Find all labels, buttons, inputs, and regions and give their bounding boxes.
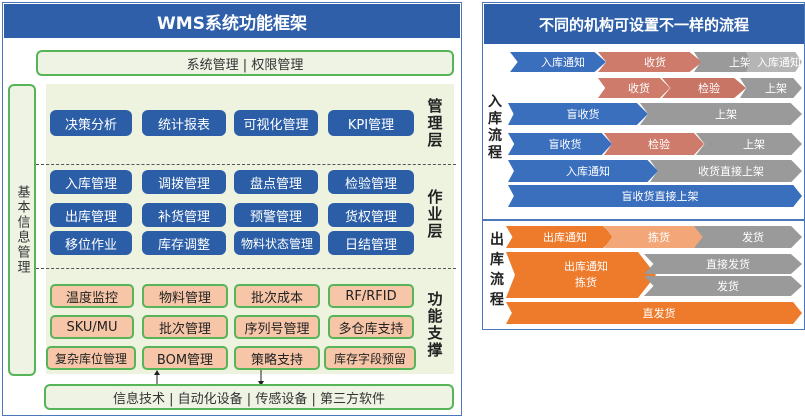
op-item: 检验管理 (328, 170, 414, 194)
op-item: 预警管理 (234, 203, 318, 227)
flow-step-label: 出库通知 (564, 260, 608, 273)
flow-step: 上架 (696, 133, 802, 155)
wms-framework-title: WMS系统功能框架 (4, 4, 460, 38)
divider-2 (36, 268, 456, 269)
flow-step: 入库通知 (510, 52, 606, 72)
flow-step-label: 拣货 (575, 276, 597, 289)
flow-step: 上架 (740, 78, 802, 98)
op-item: 物料状态管理 (234, 231, 320, 255)
op-item: 入库管理 (50, 170, 132, 194)
op-item: 日结管理 (328, 231, 414, 255)
support-item: 批次管理 (142, 315, 228, 339)
inbound-flow-label: 入库流程 (488, 94, 502, 161)
mgmt-item-kpi: KPI管理 (328, 110, 414, 136)
flow-step: 检验 (604, 133, 704, 155)
outbound-flow-label: 出库流程 (490, 232, 504, 308)
flow-panel-title: 不同的机构可设置不一样的流程 (484, 4, 804, 44)
support-item: RF/RFID (328, 284, 414, 308)
flow-step: 入库通知 (746, 52, 802, 72)
support-item: 温度监控 (50, 284, 134, 308)
flow-step: 直发货 (506, 302, 802, 324)
flow-step-notice-pick: 出库通知 拣货 (506, 252, 656, 298)
mgmt-item-decision: 决策分析 (50, 110, 132, 136)
flow-step: 上架 (640, 103, 802, 125)
op-item: 出库管理 (50, 203, 132, 227)
support-item: 复杂库位管理 (46, 346, 136, 370)
op-item: 补货管理 (142, 203, 226, 227)
support-item: 库存字段预留 (324, 346, 416, 370)
support-item: 序列号管理 (234, 315, 320, 339)
support-layer-label: 功能支撑 (425, 291, 444, 359)
mgmt-item-visual: 可视化管理 (234, 110, 318, 136)
support-item: BOM管理 (142, 346, 228, 370)
support-item: 策略支持 (234, 346, 320, 370)
flow-step: 收货 (598, 52, 702, 72)
flow-step: 直接发货 (644, 254, 802, 274)
infrastructure-bar: 信息技术 | 自动化设备 | 传感设备 | 第三方软件 (44, 384, 454, 410)
mgmt-item-report: 统计报表 (142, 110, 226, 136)
operation-layer-label: 作业层 (425, 188, 444, 240)
flow-step: 收货 (598, 78, 670, 98)
basic-info-sidebar: 基本信息管理 (8, 84, 36, 376)
flow-step: 盲收货直接上架 (508, 185, 802, 207)
flow-step: 盲收货 (508, 133, 612, 155)
flow-step: 盲收货 (508, 103, 648, 125)
support-item: 批次成本 (234, 284, 320, 308)
basic-info-label: 基本信息管理 (14, 185, 30, 275)
flow-step: 检验 (662, 78, 746, 98)
op-item: 调拨管理 (142, 170, 226, 194)
divider-1 (36, 164, 456, 165)
support-item: SKU/MU (50, 315, 134, 339)
op-item: 移位作业 (50, 231, 132, 255)
management-layer-label: 管理层 (425, 97, 444, 149)
op-item: 库存调整 (142, 231, 226, 255)
flow-step: 收货直接上架 (650, 160, 802, 182)
flow-step: 拣货 (604, 226, 704, 248)
support-item: 多仓库支持 (328, 315, 414, 339)
op-item: 盘点管理 (234, 170, 318, 194)
flow-step: 入库通知 (508, 160, 658, 182)
connector-arrows (154, 370, 264, 386)
op-item: 货权管理 (328, 203, 414, 227)
flow-step: 出库通知 (506, 226, 614, 248)
flow-step: 发货 (694, 226, 802, 248)
support-item: 物料管理 (142, 284, 228, 308)
system-permission-bar: 系统管理 | 权限管理 (36, 50, 454, 76)
flow-step: 发货 (644, 276, 802, 296)
